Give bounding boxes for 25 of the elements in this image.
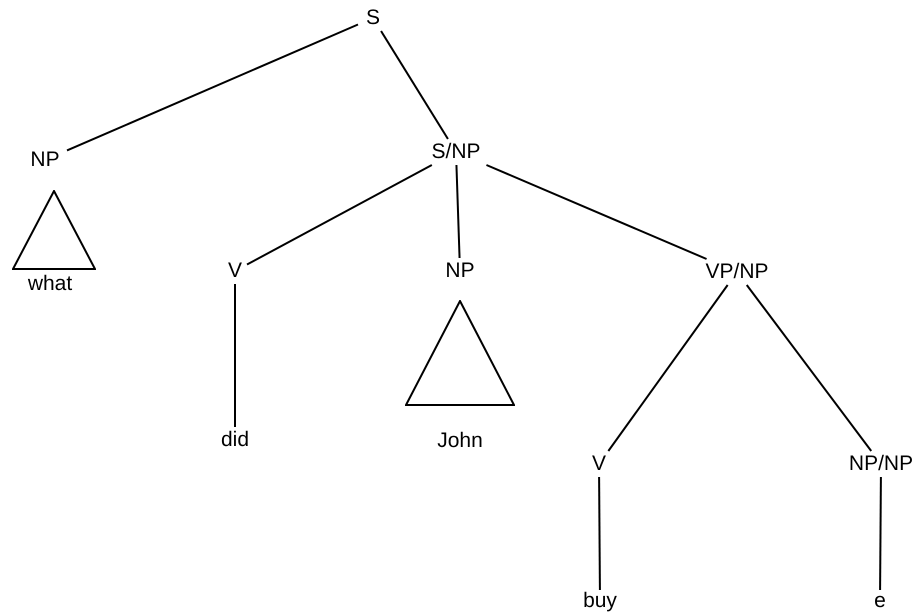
tree-label: buy	[578, 590, 622, 612]
tree-label: NP/NP	[841, 451, 921, 477]
tree-label: John	[430, 428, 490, 454]
tree-label: S	[358, 5, 388, 31]
tree-branch	[746, 284, 872, 452]
tree-label: NP	[23, 147, 67, 173]
tree-branch	[608, 284, 728, 452]
tree-branch	[246, 164, 432, 266]
tree-branch	[234, 284, 236, 427]
triangle-shape	[12, 190, 96, 270]
tree-label: did	[213, 427, 257, 453]
tree-branch	[455, 164, 461, 258]
tree-label: S/NP	[423, 139, 489, 165]
tree-branch	[486, 164, 707, 260]
tree-label: NP	[438, 258, 482, 284]
tree-branch	[380, 30, 449, 140]
triangle-shape	[405, 300, 515, 406]
tree-label: VP/NP	[697, 259, 777, 285]
tree-label: what	[20, 272, 80, 296]
tree-label: V	[587, 451, 611, 477]
tree-branch	[598, 477, 601, 590]
tree-branch	[879, 477, 882, 590]
tree-label: e	[868, 590, 892, 612]
tree-branch	[66, 24, 358, 152]
tree-label: V	[223, 258, 247, 284]
